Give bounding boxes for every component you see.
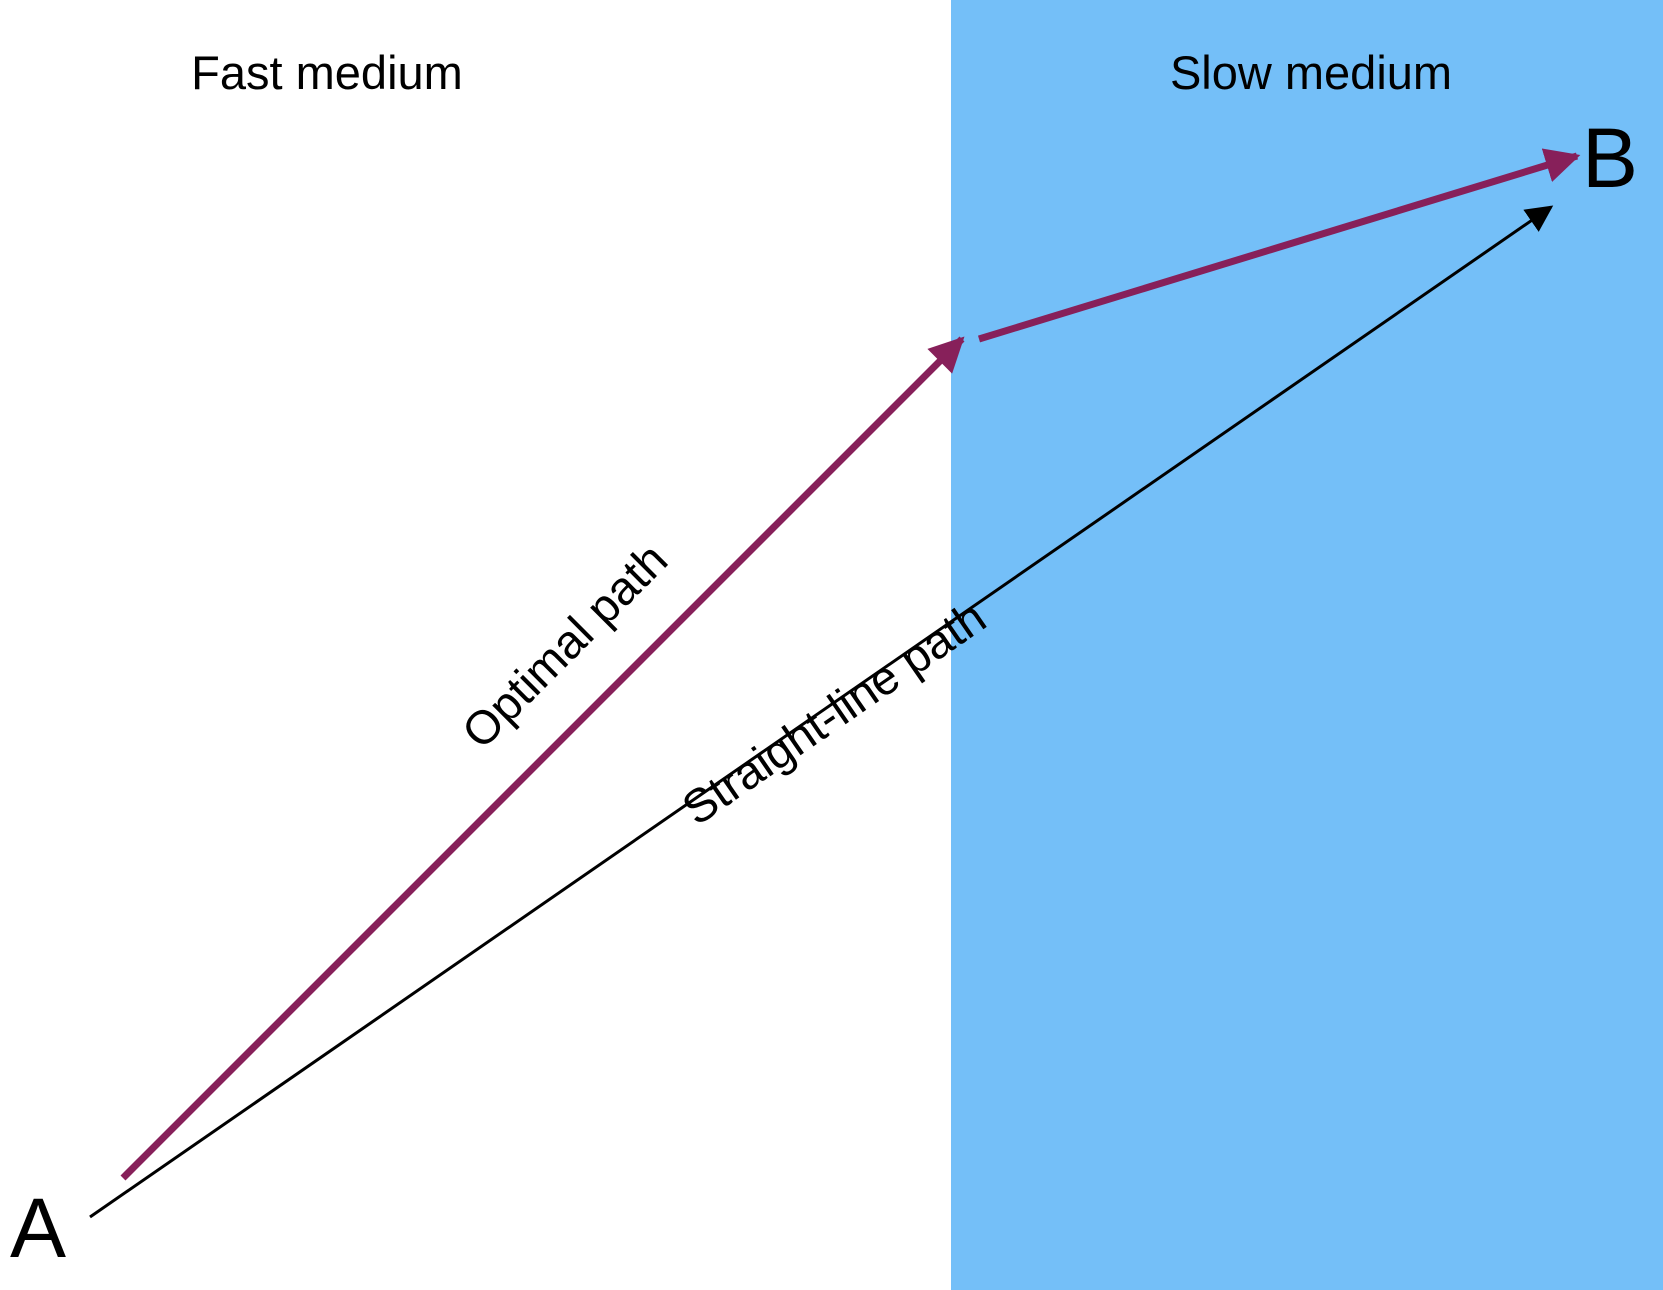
- fast-medium-region: [0, 0, 951, 1290]
- point-a-label: A: [10, 1181, 66, 1275]
- slow-medium-region: [951, 0, 1663, 1290]
- fast-medium-label: Fast medium: [191, 46, 463, 99]
- slow-medium-label: Slow medium: [1170, 46, 1452, 99]
- optimal-path-segment-fast: [120, 336, 965, 1181]
- point-b-label: B: [1582, 111, 1638, 205]
- optimal-path-segment-slow: [977, 148, 1581, 343]
- straight-line-path-arrow: [89, 205, 1554, 1219]
